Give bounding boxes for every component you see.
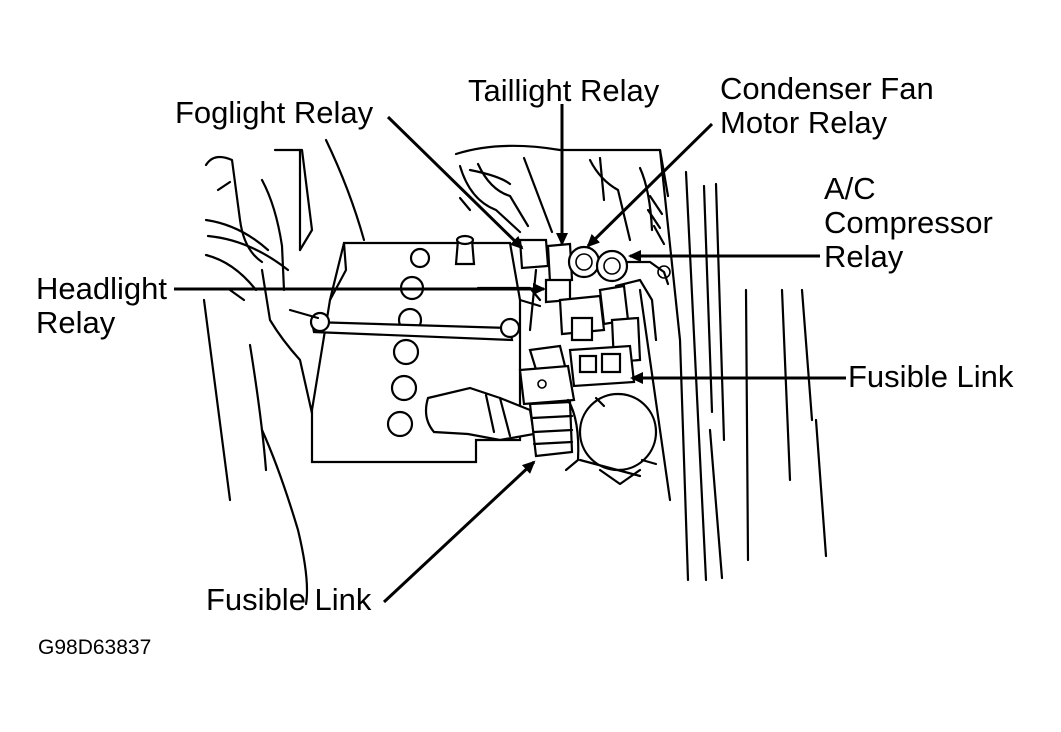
right-fender-structure [638, 148, 828, 582]
wiring-harness [454, 144, 670, 242]
ac-line-2: Compressor [824, 205, 993, 240]
fusible-link-bottom-text: Fusible Link [206, 582, 372, 617]
foglight-relay-label: Foglight Relay [175, 96, 373, 130]
condenser-line-2: Motor Relay [720, 105, 888, 140]
battery-cable [424, 386, 536, 442]
fusible-link-bottom-label: Fusible Link [206, 583, 371, 617]
fender-structure [202, 138, 366, 606]
fusible-link-right-label: Fusible Link [848, 360, 1013, 394]
fusible-link-block [528, 392, 658, 486]
leader-foglight-relay [386, 115, 524, 250]
ac-line-3: Relay [824, 239, 904, 274]
condenser-fan-relay-label: Condenser Fan Motor Relay [720, 72, 934, 140]
fusible-link-right-text: Fusible Link [848, 359, 1014, 394]
relay-box [518, 238, 671, 406]
ac-line-1: A/C [824, 171, 876, 206]
figure-code: G98D63837 [38, 636, 152, 659]
battery-hold-down [288, 308, 521, 342]
headlight-line-1: Headlight [36, 271, 167, 306]
foglight-relay-text: Foglight Relay [175, 95, 374, 130]
taillight-relay-label: Taillight Relay [468, 74, 659, 108]
callout-leaders [174, 104, 846, 604]
leader-fusible-link-bottom [382, 460, 536, 604]
condenser-line-1: Condenser Fan [720, 71, 934, 106]
headlight-relay-label: Headlight Relay [36, 272, 167, 340]
headlight-line-2: Relay [36, 305, 116, 340]
taillight-relay-text: Taillight Relay [468, 73, 660, 108]
leader-condenser-relay [586, 122, 714, 248]
ac-compressor-relay-label: A/C Compressor Relay [824, 172, 993, 274]
